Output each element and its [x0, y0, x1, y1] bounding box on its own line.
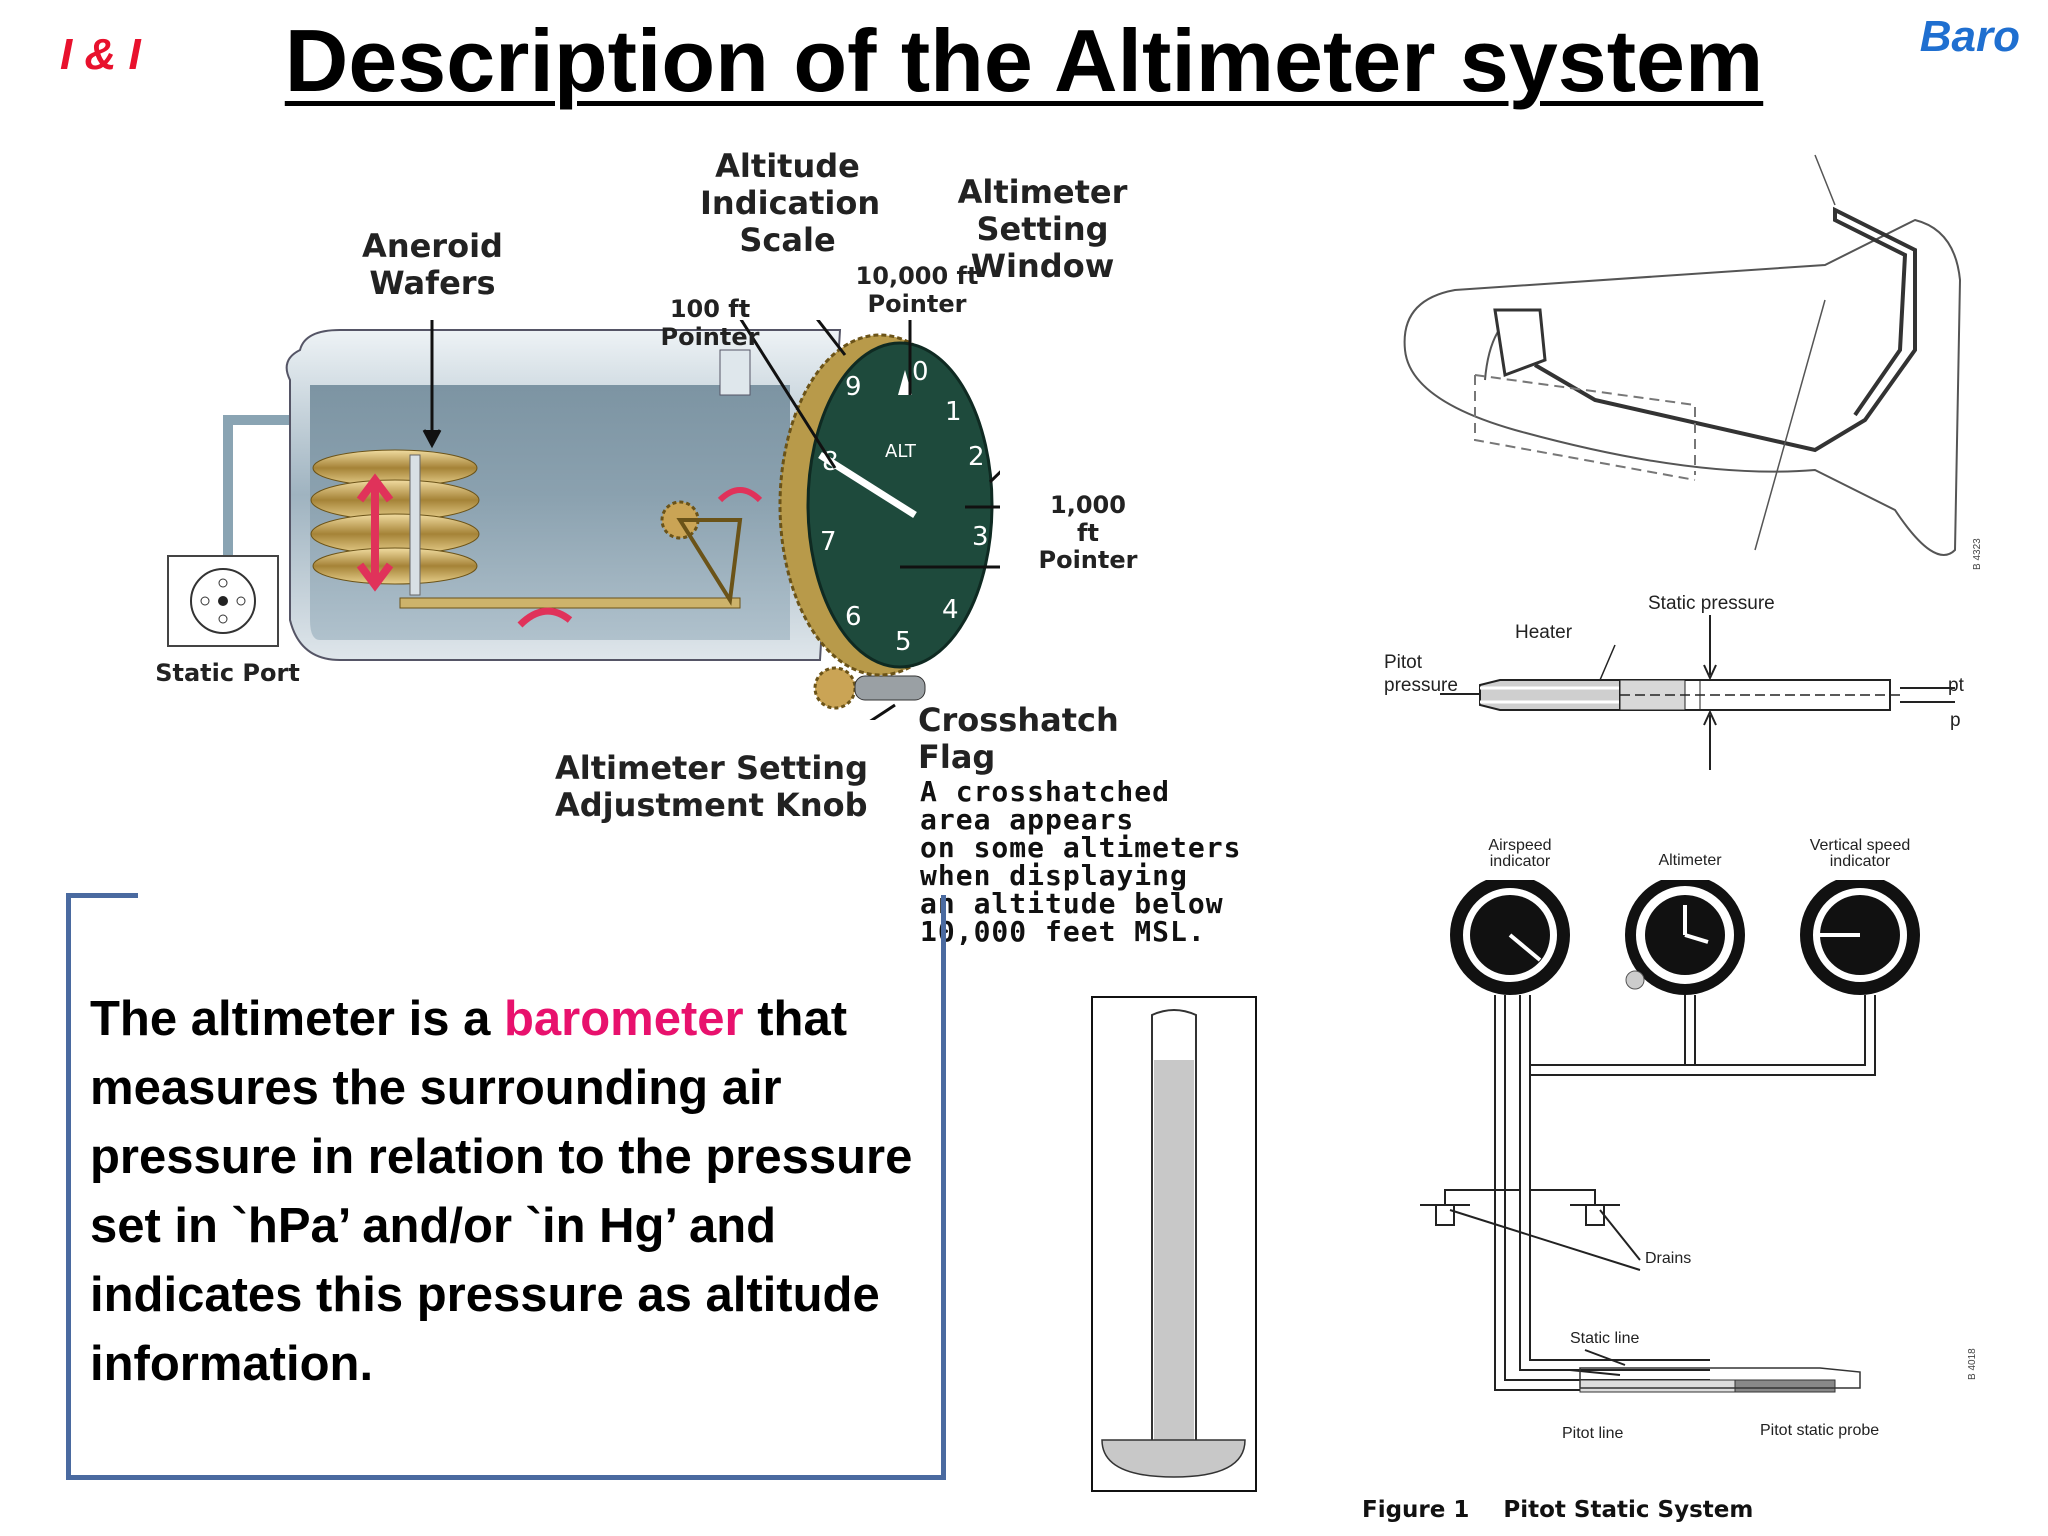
dial-digit: 5	[895, 627, 912, 657]
label-pitot-static-probe: Pitot static probe	[1760, 1422, 1880, 1439]
figure-caption: Figure 1 Pitot Static System	[1362, 1497, 1753, 1523]
label-vertical-speed-indicator: Vertical speed indicator	[1809, 837, 1911, 870]
altimeter-gauge	[1625, 880, 1745, 995]
dial-digit: 3	[972, 522, 989, 552]
altimeter-cutaway-illustration: ALT 0 1 2 3 4 5 6 7 8 9	[167, 320, 1000, 720]
label-static-line: Static line	[1570, 1330, 1640, 1347]
expansion-arrow	[356, 473, 394, 592]
label-drains: Drains	[1645, 1250, 1692, 1267]
label-pitot-line: Pitot line	[1562, 1425, 1624, 1442]
crosshatch-note: A crosshatched area appears on some alti…	[920, 775, 1242, 948]
description-box-corner	[66, 893, 138, 898]
airspeed-indicator-gauge	[1450, 880, 1570, 995]
label-static-port: Static Port	[155, 659, 300, 687]
description-text: The altimeter is a barometer that measur…	[90, 985, 950, 1399]
label-pitot-pressure: Pitot pressure	[1384, 652, 1458, 696]
system-drawing-code: B 4018	[1967, 1348, 1978, 1380]
drawing-code: B 4323	[1972, 538, 1983, 570]
setting-knob	[854, 675, 926, 701]
label-altimeter-setting-knob: Altimeter Setting Adjustment Knob	[555, 749, 868, 824]
dial-digit: 1	[945, 397, 962, 427]
leader-lines	[422, 320, 1000, 720]
dial-center-label: ALT	[885, 441, 917, 462]
aneroid-wafers	[310, 449, 741, 609]
figure-number: Figure 1	[1362, 1497, 1470, 1523]
figure-title: Pitot Static System	[1503, 1497, 1754, 1523]
knob-gear	[813, 666, 857, 710]
description-after: that measures the surrounding air pressu…	[90, 992, 913, 1391]
pitot-probe-section	[1440, 615, 1955, 770]
label-p: p	[1950, 710, 1961, 731]
label-100ft-pointer: 100 ft Pointer	[660, 295, 760, 351]
aircraft-pitot-routing-drawing: B 4323	[1403, 154, 1983, 570]
rotation-arrow	[717, 487, 763, 503]
pitot-static-system-diagram: B 4018	[1420, 880, 1978, 1393]
label-crosshatch-flag: Crosshatch Flag	[918, 701, 1119, 776]
dial-digit: 0	[912, 357, 929, 387]
dial-digit: 4	[942, 595, 959, 625]
dial-digits: 0 1 2 3 4 5 6 7 8 9	[820, 357, 989, 657]
label-altitude-indication-scale: Altitude Indication Scale	[700, 147, 881, 259]
label-airspeed-indicator: Airspeed indicator	[1488, 837, 1552, 870]
barometer-tube-illustration	[1091, 996, 1257, 1492]
vertical-speed-indicator-gauge	[1800, 880, 1920, 995]
dial-digit: 2	[968, 442, 985, 472]
description-before: The altimeter is a	[90, 992, 504, 1046]
dial-digit: 9	[845, 372, 862, 402]
label-static-pressure: Static pressure	[1648, 593, 1775, 614]
label-heater: Heater	[1515, 622, 1573, 643]
description-box	[66, 895, 946, 1480]
label-1000ft-pointer: 1,000 ft Pointer	[1038, 491, 1138, 575]
page-title: Description of the Altimeter system	[0, 10, 2048, 112]
label-10000ft-pointer: 10,000 ft Pointer	[855, 262, 979, 318]
page-title-text: Description of the Altimeter system	[284, 11, 1764, 110]
label-altimeter-setting-window: Altimeter Setting Window	[957, 173, 1128, 285]
label-aneroid-wafers: Aneroid Wafers	[362, 227, 503, 302]
description-highlight-barometer: barometer	[503, 992, 744, 1046]
section-tag-left: I & I	[60, 30, 141, 79]
label-altimeter: Altimeter	[1658, 852, 1722, 869]
dial-pointer	[818, 452, 917, 518]
section-tag-right: Baro	[1919, 12, 2020, 61]
dial-digit: 6	[845, 602, 862, 632]
label-pt: pt	[1948, 675, 1964, 696]
rotation-arrow	[517, 607, 573, 628]
dial-digit: 7	[820, 527, 837, 557]
